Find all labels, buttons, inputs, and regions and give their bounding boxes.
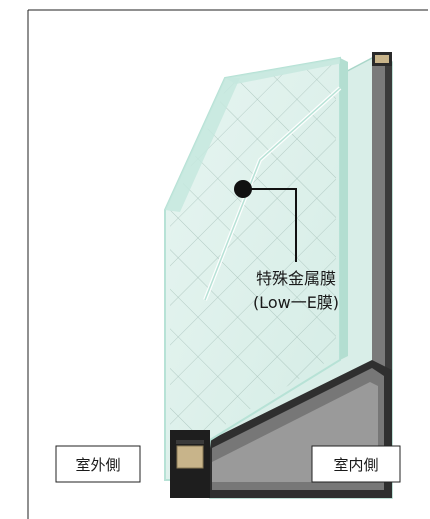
frame-corner-bottom-left <box>170 430 210 498</box>
outer-glass-pane <box>164 56 348 481</box>
outside-label: 室外側 <box>75 456 120 474</box>
film-name-label: 特殊金属膜 <box>256 269 336 288</box>
film-sub-label: (Low一E膜) <box>253 293 339 312</box>
callout-line <box>243 188 297 262</box>
inside-label: 室内側 <box>333 456 378 474</box>
outside-label-box <box>55 445 141 483</box>
inside-label-box <box>311 445 401 483</box>
